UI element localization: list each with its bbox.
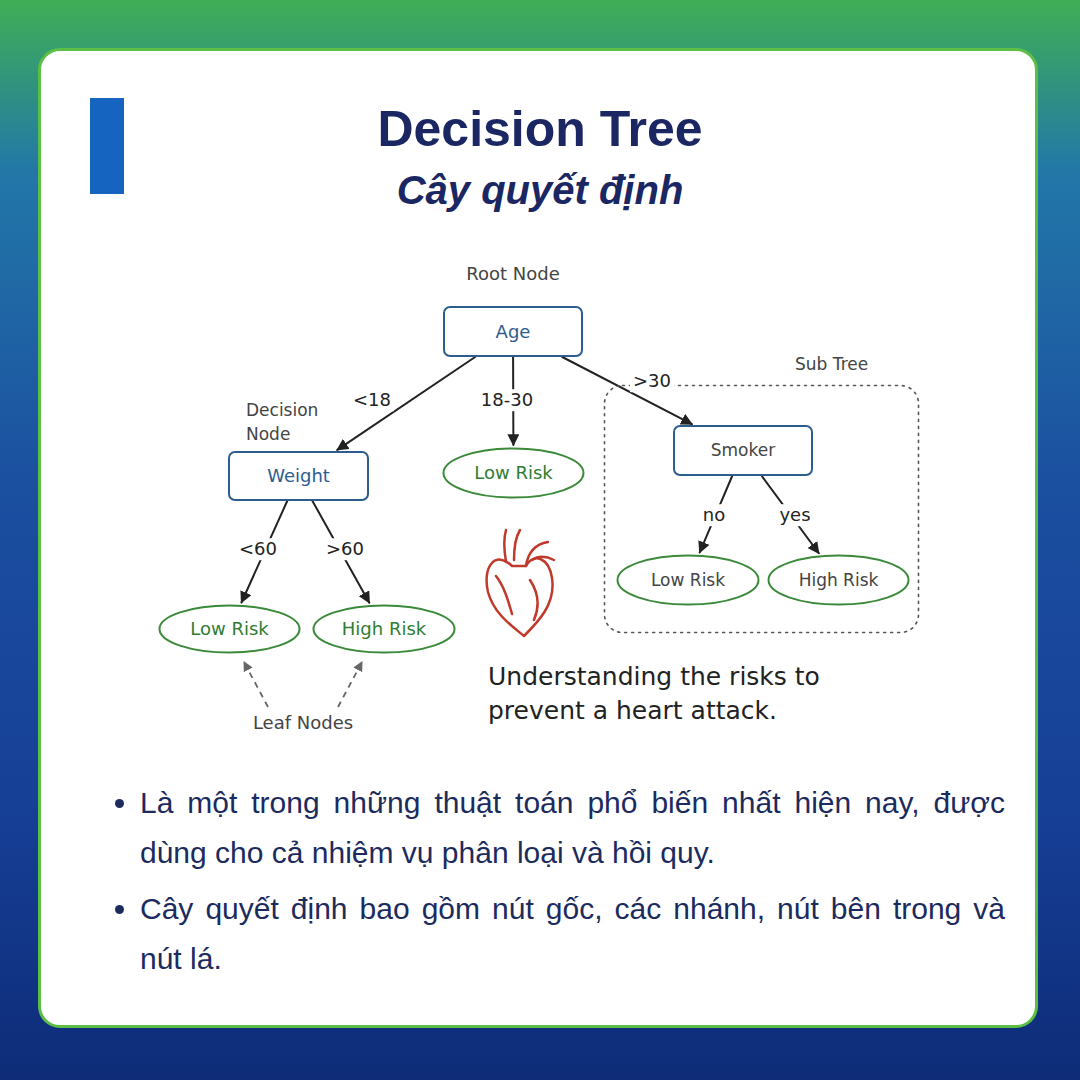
caption-note: Understanding the risks to prevent a hea…	[488, 660, 888, 728]
root-node-box: Age	[443, 306, 583, 357]
connector	[312, 501, 369, 603]
ellipse-shape	[444, 449, 584, 498]
subtree-region: Sub TreeSmokerLow RiskHigh Risk	[603, 384, 920, 634]
edge-label: no	[700, 504, 728, 526]
connector	[700, 476, 732, 552]
part-label: Root Node	[413, 263, 613, 285]
connector	[562, 357, 692, 424]
node-text: High Risk	[342, 618, 426, 640]
ellipse-shape	[160, 606, 300, 653]
edge-label: <18	[350, 389, 394, 411]
node-text: Low Risk	[474, 462, 552, 484]
node-text: Smoker	[711, 440, 775, 460]
edge-label: 18-30	[478, 389, 536, 411]
node-text: Sub Tree	[795, 354, 868, 374]
part-label: Decision Node	[246, 398, 338, 446]
subtitle: Cây quyết định	[140, 166, 940, 214]
leaf-node: High Risk	[312, 604, 456, 654]
edge-label: <60	[236, 538, 280, 560]
node-text: Low Risk	[190, 618, 268, 640]
dotted-border	[605, 386, 919, 633]
accent-bar	[90, 98, 124, 194]
part-label: Leaf Nodes	[203, 712, 403, 734]
edge-label: >60	[323, 538, 367, 560]
leaf-node: High Risk	[767, 554, 910, 606]
edge-label: >30	[630, 370, 674, 392]
decision-node-box: Smoker	[673, 425, 813, 476]
node-text: Low Risk	[651, 570, 725, 590]
node-text: Age	[496, 321, 531, 343]
bullet-item: Cây quyết định bao gồm nút gốc, các nhán…	[140, 884, 1005, 984]
title: Decision Tree	[140, 102, 940, 157]
leader-line	[338, 662, 362, 707]
decision-node-box: Weight	[228, 451, 369, 501]
edge-label: yes	[776, 504, 813, 526]
bullet-list: Là một trong những thuật toán phổ biến n…	[100, 778, 1005, 990]
leaf-node: Low Risk	[442, 447, 585, 499]
leaf-node: Low Risk	[158, 604, 301, 654]
connector	[337, 357, 475, 450]
ellipse-shape	[314, 606, 455, 653]
connector	[762, 476, 819, 553]
bullet-item: Là một trong những thuật toán phổ biến n…	[140, 778, 1005, 878]
leaf-node: Low Risk	[616, 554, 760, 606]
ellipse-shape	[769, 556, 909, 605]
node-text: Weight	[267, 465, 330, 487]
ellipse-shape	[618, 556, 759, 605]
node-text: High Risk	[799, 570, 879, 590]
leader-line	[244, 662, 268, 707]
